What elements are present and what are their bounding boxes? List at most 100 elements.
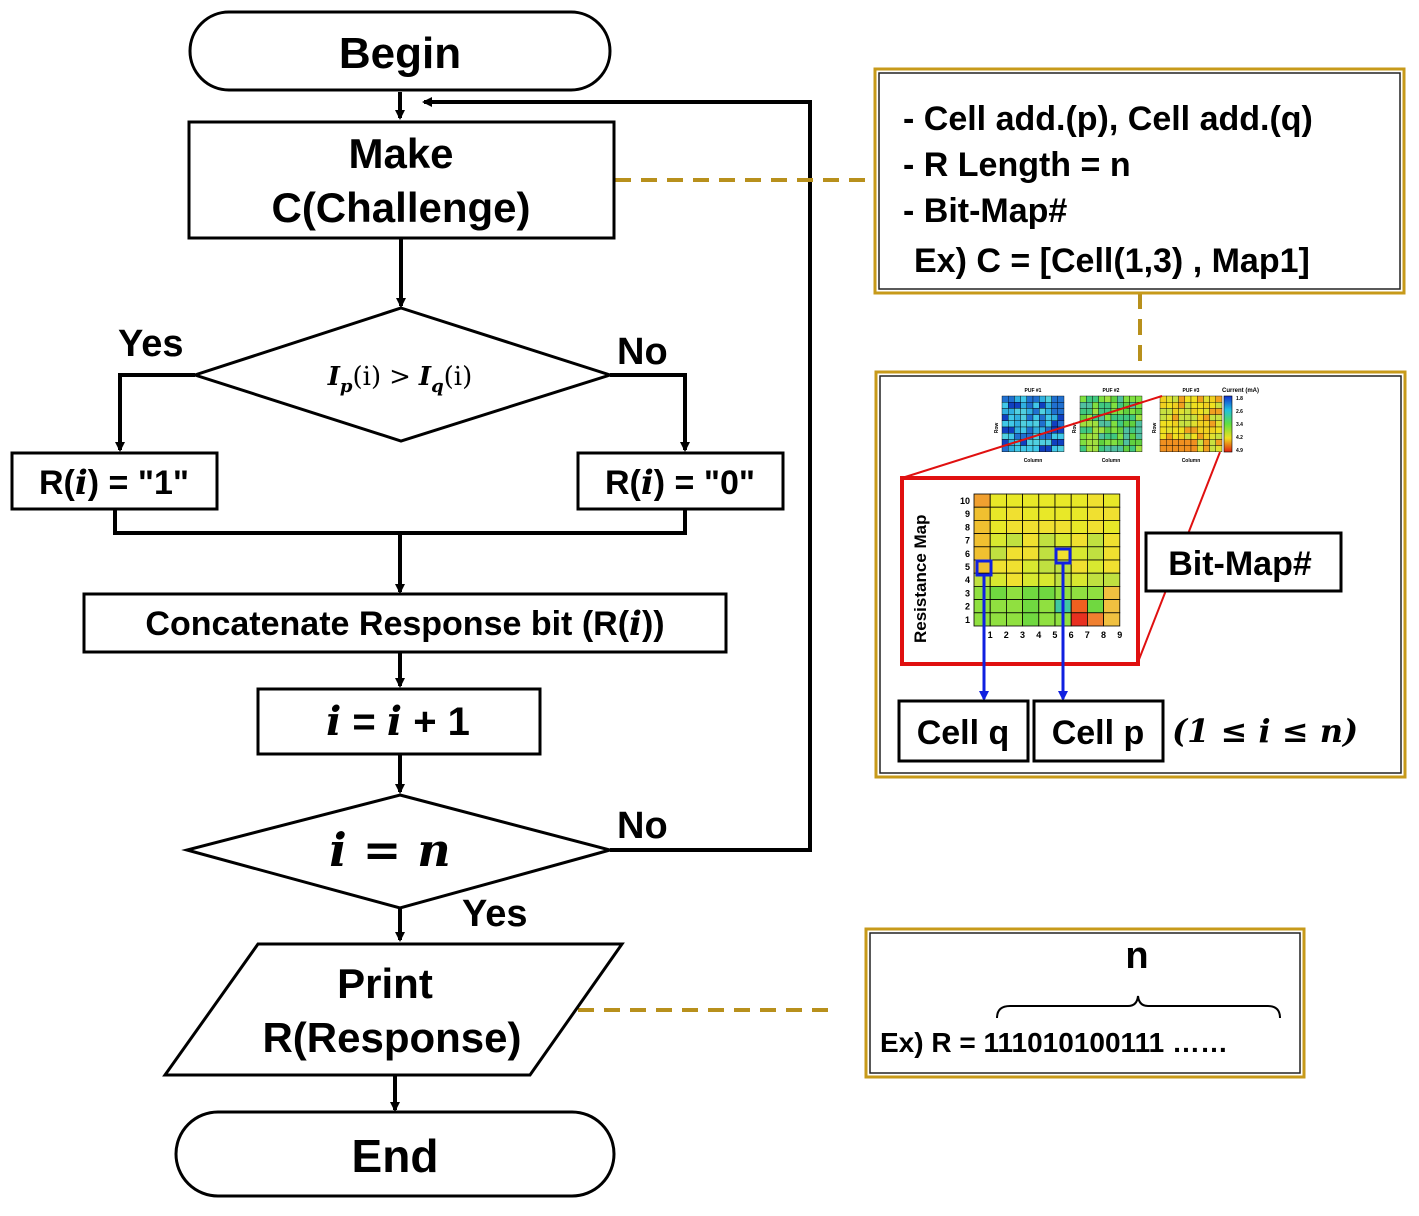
small-map-cell xyxy=(1079,445,1087,453)
big-map-cell xyxy=(1038,533,1056,548)
small-map-cell xyxy=(1008,420,1015,428)
end-terminal: End xyxy=(174,1110,616,1198)
compare-expression: Ip(i)>Iq(i) xyxy=(327,362,473,397)
big-map-cell xyxy=(1038,493,1056,508)
small-map-cell xyxy=(1196,414,1204,422)
small-map-cell xyxy=(1184,408,1192,415)
small-map-cell xyxy=(1092,445,1099,453)
small-map-cell xyxy=(1026,395,1034,403)
small-map-xlabel: Column xyxy=(1024,458,1043,464)
small-map-cell xyxy=(1178,426,1185,434)
small-map-cell xyxy=(1159,439,1167,446)
small-map-cell xyxy=(1129,420,1136,428)
big-map-cell xyxy=(989,506,1007,521)
small-map-cell xyxy=(1085,408,1093,415)
small-map-cell xyxy=(1178,395,1185,403)
small-map-cell xyxy=(1020,414,1027,422)
small-map-cell xyxy=(1123,433,1130,440)
small-map-title: PUF #2 xyxy=(1103,388,1120,394)
small-map-cell xyxy=(1116,439,1124,446)
small-map-cell xyxy=(1215,433,1223,440)
small-map-cell xyxy=(1116,420,1124,428)
small-map-cell xyxy=(1209,426,1216,434)
small-map-cell xyxy=(1190,402,1198,409)
big-map-cell xyxy=(1087,506,1105,521)
big-map-cell xyxy=(1070,612,1088,627)
big-map-cell xyxy=(1022,599,1040,614)
big-map-cell xyxy=(1006,612,1024,627)
small-map-cell xyxy=(1045,433,1052,440)
big-map-cell xyxy=(1070,520,1088,535)
small-map-cell xyxy=(1032,426,1040,434)
no-label-compare: No xyxy=(617,331,668,373)
small-map-cell xyxy=(1135,439,1143,446)
small-map-cell xyxy=(1032,395,1040,403)
big-map-cell xyxy=(973,533,991,548)
small-map-cell xyxy=(1110,414,1118,422)
small-map-cell xyxy=(1178,402,1185,409)
big-map-cell xyxy=(1103,546,1121,561)
colorbar-tick-2: 2.6 xyxy=(1236,409,1243,415)
small-map-cell xyxy=(1123,408,1130,415)
r-zero-label: R(i) = "0" xyxy=(605,463,755,503)
big-map-cell xyxy=(1087,599,1105,614)
big-map-cell xyxy=(973,546,991,561)
cell-p-box xyxy=(1032,699,1165,763)
small-map-cell xyxy=(1165,420,1173,428)
small-map-cell xyxy=(1038,395,1046,403)
small-map-cell xyxy=(1057,420,1065,428)
response-example-box: n Ex) R = 111010100111 …… xyxy=(864,927,1306,1079)
big-map-cell xyxy=(1022,493,1040,508)
small-map-cell xyxy=(1110,395,1118,403)
big-map-cell xyxy=(989,599,1007,614)
begin-label: Begin xyxy=(339,29,461,78)
big-map-row-label: 6 xyxy=(965,549,970,559)
small-map-cell xyxy=(1196,433,1204,440)
small-map-cell xyxy=(1085,402,1093,409)
small-map-cell xyxy=(1116,414,1124,422)
length-brace xyxy=(996,995,1281,1019)
small-map-cell xyxy=(1172,414,1179,422)
cell-q-box xyxy=(897,699,1030,763)
annotation-links xyxy=(578,178,1142,1012)
big-map-cell xyxy=(1103,506,1121,521)
small-map-cell xyxy=(1092,426,1099,434)
small-map-cell xyxy=(1196,445,1204,453)
small-map-cell xyxy=(1172,402,1179,409)
small-map-cell xyxy=(1104,420,1112,428)
small-map-cell xyxy=(1184,420,1192,428)
r-equals-zero-process: R(i) = "0" xyxy=(576,451,785,511)
small-map-cell xyxy=(1129,433,1136,440)
small-map-cell xyxy=(1184,395,1192,403)
small-map-cell xyxy=(1092,433,1099,440)
small-map-cell xyxy=(1079,439,1087,446)
big-map-cell xyxy=(1022,559,1040,574)
small-map-cell xyxy=(1079,402,1087,409)
big-map-cell xyxy=(1006,520,1024,535)
small-map-cell xyxy=(1020,395,1027,403)
big-map-cell xyxy=(1087,493,1105,508)
small-map-cell xyxy=(1135,420,1143,428)
small-map-cell xyxy=(1085,445,1093,453)
increment-process: i = i + 1 xyxy=(256,687,542,756)
small-map-cell xyxy=(1116,433,1124,440)
big-map-cell xyxy=(1038,612,1056,627)
small-map-cell xyxy=(1020,402,1027,409)
small-map-cell xyxy=(1085,426,1093,434)
small-map-cell xyxy=(1038,445,1046,453)
small-map-cell xyxy=(1008,433,1015,440)
big-map-cell xyxy=(1103,493,1121,508)
big-map-cell xyxy=(1087,533,1105,548)
small-map-cell xyxy=(1196,408,1204,415)
small-map-cell xyxy=(1215,445,1223,453)
big-map-col-label: 6 xyxy=(1069,630,1074,640)
r-one-label: R(i) = "1" xyxy=(39,463,189,503)
small-map-cell xyxy=(1092,408,1099,415)
small-map-cell xyxy=(1026,439,1034,446)
big-map-ylabel: Resistance Map xyxy=(911,515,930,644)
connector-lines xyxy=(113,92,812,1112)
small-map-cell xyxy=(1184,445,1192,453)
small-map-cell xyxy=(1135,426,1143,434)
